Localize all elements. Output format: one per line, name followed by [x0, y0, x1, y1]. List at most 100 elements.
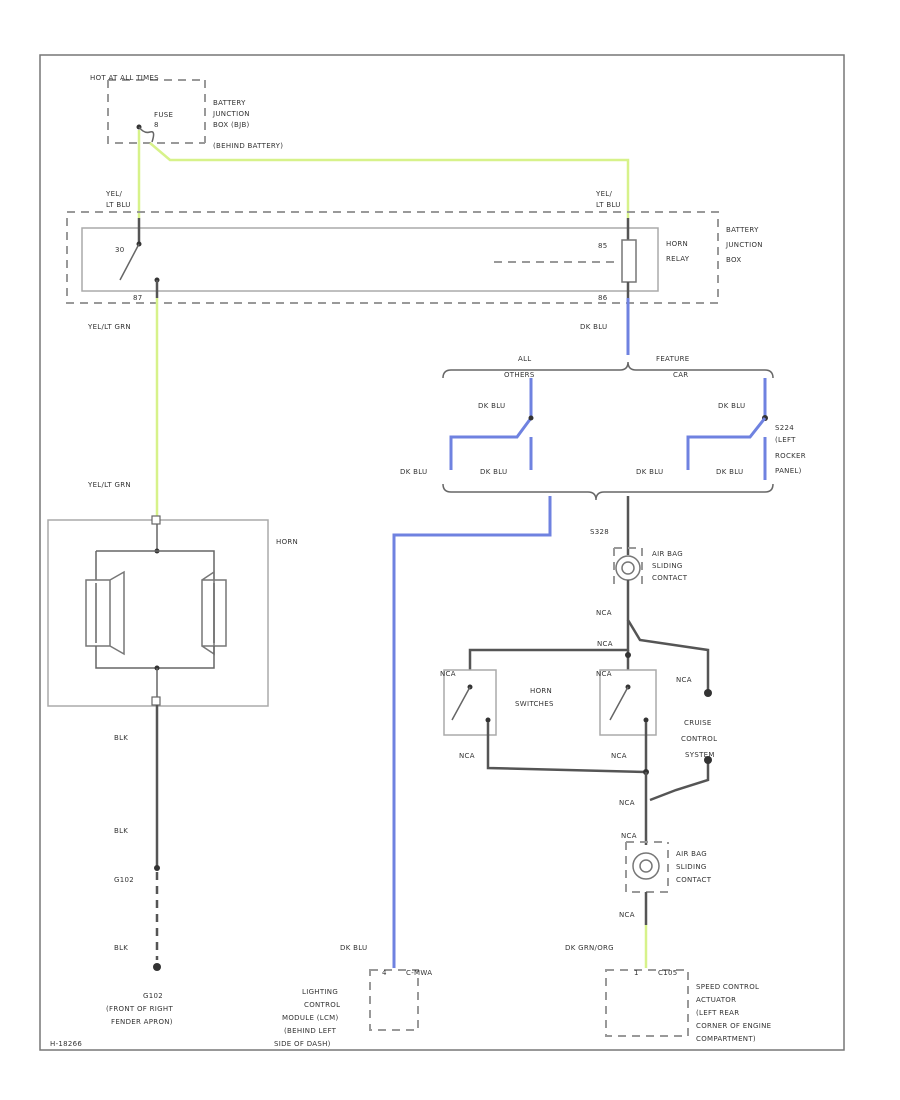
nca-2: NCA: [597, 640, 613, 648]
sca-3: (LEFT REAR: [696, 1009, 739, 1017]
cruise-2: CONTROL: [681, 735, 717, 743]
sca-conn: C105: [658, 969, 677, 977]
blk-1: BLK: [114, 734, 128, 742]
g102-a: G102: [114, 876, 134, 884]
air-bag-bottom-2: SLIDING: [676, 863, 707, 871]
cruise-control-system: CRUISE CONTROL SYSTEM: [643, 719, 717, 802]
dk-blu-bottom: DK BLU: [340, 944, 367, 952]
cruise-3: SYSTEM: [685, 751, 715, 759]
bjb-sub-line-2: JUNCTION: [212, 110, 250, 118]
yel-grn-1: YEL/LT GRN: [87, 323, 131, 331]
yel-right-2: LT BLU: [596, 201, 621, 209]
g102-label-2: (FRONT OF RIGHT: [106, 1005, 173, 1013]
sca-2: ACTUATOR: [696, 996, 736, 1004]
nca-6: NCA: [459, 752, 475, 760]
diagram-id: H-18266: [50, 1040, 82, 1048]
fuse-label: FUSE: [154, 111, 173, 119]
lcm-conn: C-MWA: [406, 969, 432, 977]
bjb-sub-line-3: BOX (BJB): [213, 121, 250, 129]
nca-4: NCA: [440, 670, 456, 678]
all-others-2: OTHERS: [504, 371, 535, 379]
diagram-frame: [39, 54, 845, 1051]
fuse-number: 8: [154, 121, 159, 129]
g102-label-1: G102: [143, 992, 163, 1000]
bjb-label-2: JUNCTION: [725, 241, 763, 249]
s224-2: (LEFT: [775, 436, 796, 444]
bjb-label-1: BATTERY: [726, 226, 759, 234]
dk-blu-1: DK BLU: [580, 323, 607, 331]
dk-blu-a: DK BLU: [478, 402, 505, 410]
pin-85: 85: [598, 242, 608, 250]
horn-relay-2: RELAY: [666, 255, 690, 263]
horn-relay-1: HORN: [666, 240, 688, 248]
s224-1: S224: [775, 424, 794, 432]
bjb-label-3: BOX: [726, 256, 741, 264]
pin-87: 87: [133, 294, 143, 302]
air-bag-bottom-3: CONTACT: [676, 876, 712, 884]
cruise-connector-top: [704, 689, 712, 697]
air-bag-top-2: SLIDING: [652, 562, 683, 570]
feature-car-2: CAR: [673, 371, 688, 379]
fuse-source-label: HOT AT ALL TIMES: [90, 74, 159, 82]
yel-grn-2: YEL/LT GRN: [87, 481, 131, 489]
lcm-pin: 4: [382, 969, 387, 977]
fuse-icon: [138, 126, 155, 143]
dk-blu-d: DK BLU: [718, 402, 745, 410]
bjb-sub-line-1: BATTERY: [213, 99, 246, 107]
cruise-1: CRUISE: [684, 719, 712, 727]
dk-blu-f: DK BLU: [716, 468, 743, 476]
s224-3: ROCKER: [775, 452, 806, 460]
air-bag-top-3: CONTACT: [652, 574, 688, 582]
horn-switches-2: SWITCHES: [515, 700, 554, 708]
blk-2: BLK: [114, 827, 128, 835]
lcm-1: LIGHTING: [302, 988, 338, 996]
dk-blu-c: DK BLU: [480, 468, 507, 476]
speed-control-actuator: 1 C105 SPEED CONTROL ACTUATOR (LEFT REAR…: [605, 969, 771, 1043]
lcm-5: SIDE OF DASH): [274, 1040, 331, 1048]
pin-30: 30: [115, 246, 125, 254]
feature-car-branch: DK BLU DK BLU DK BLU S224 (LEFT ROCKER P…: [636, 378, 806, 480]
blk-3: BLK: [114, 944, 128, 952]
all-others-1: ALL: [518, 355, 532, 363]
horn-switches-1: HORN: [530, 687, 552, 695]
s328: S328: [590, 528, 609, 536]
ground-g102: [153, 963, 161, 971]
lighting-control-module: 4 C-MWA LIGHTING CONTROL MODULE (LCM) (B…: [274, 969, 432, 1048]
fuse-block: HOT AT ALL TIMES FUSE 8 BATTERY JUNCTION…: [90, 74, 283, 150]
horn-switches: NCA NCA HORN SWITCHES NCA NCA: [440, 620, 657, 774]
s224-4: PANEL): [775, 467, 802, 475]
horn: HORN: [47, 515, 298, 707]
yel-left-2: LT BLU: [106, 201, 131, 209]
dk-blu-e: DK BLU: [636, 468, 663, 476]
option-brace-top: [442, 361, 774, 379]
feature-car-1: FEATURE: [656, 355, 689, 363]
nca-5: NCA: [596, 670, 612, 678]
nca-3: NCA: [676, 676, 692, 684]
lcm-2: CONTROL: [304, 1001, 340, 1009]
lcm-4: (BEHIND LEFT: [284, 1027, 337, 1035]
lcm-3: MODULE (LCM): [282, 1014, 339, 1022]
nca-1: NCA: [596, 609, 612, 617]
wire-dkblu-lcm: [392, 496, 552, 968]
nca-top-label: NCA: [621, 832, 637, 840]
wire-to-cruise-top: [626, 580, 710, 690]
sca-5: COMPARTMENT): [696, 1035, 756, 1043]
air-bag-sliding-contact-top: AIR BAG SLIDING CONTACT: [613, 547, 688, 590]
g102-splice: [154, 865, 160, 871]
all-others-branch: DK BLU DK BLU DK BLU: [400, 378, 534, 476]
nca-7: NCA: [611, 752, 627, 760]
sca-1: SPEED CONTROL: [696, 983, 759, 991]
sca-4: CORNER OF ENGINE: [696, 1022, 771, 1030]
horn-label: HORN: [276, 538, 298, 546]
dk-blu-b: DK BLU: [400, 468, 427, 476]
nca-9: NCA: [619, 911, 635, 919]
air-bag-top-1: AIR BAG: [652, 550, 683, 558]
sca-pin: 1: [634, 969, 639, 977]
g102-label-3: FENDER APRON): [111, 1018, 173, 1026]
wire-yel-ltblu-right: [149, 142, 630, 218]
dk-grn-org: DK GRN/ORG: [565, 944, 614, 952]
battery-junction-box: BATTERY JUNCTION BOX 30 87 85 86 HORN RE…: [66, 211, 763, 304]
air-bag-bottom-1: AIR BAG: [676, 850, 707, 858]
nca-8: NCA: [619, 799, 635, 807]
